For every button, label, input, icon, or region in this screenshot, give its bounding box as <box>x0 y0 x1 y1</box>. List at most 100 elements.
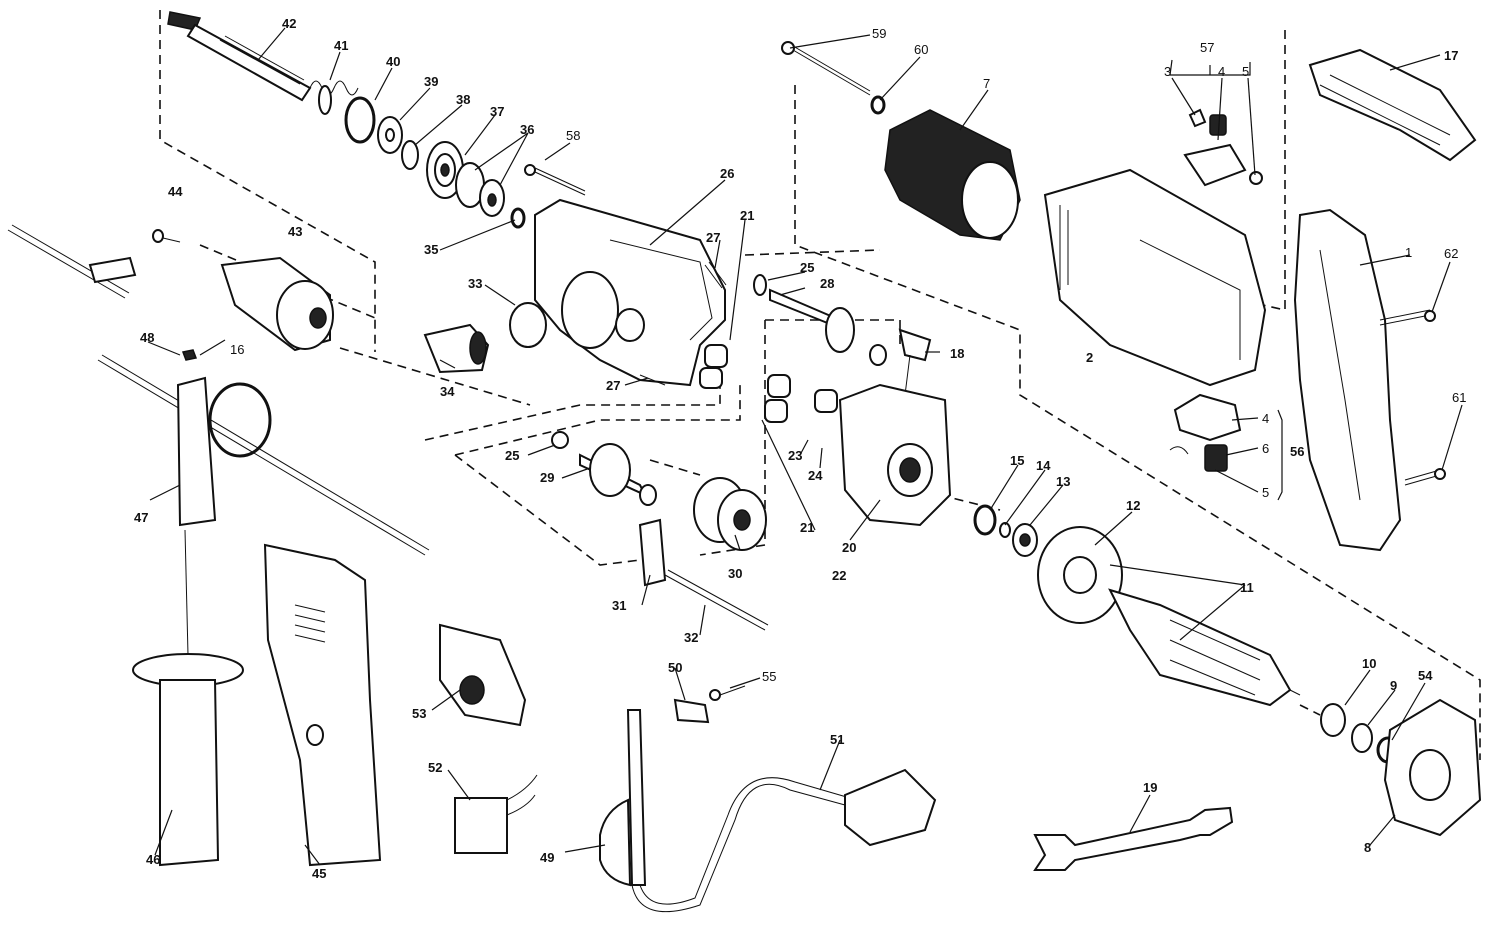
label-46: 46 <box>146 852 160 867</box>
label-16: 16 <box>230 342 244 357</box>
label-38: 38 <box>456 92 470 107</box>
label-1: 1 <box>1405 245 1412 260</box>
label-21b: 21 <box>800 520 814 535</box>
label-54: 54 <box>1418 668 1433 683</box>
bushings-part-20 <box>764 374 838 423</box>
label-30: 30 <box>728 566 742 581</box>
label-28: 28 <box>820 276 834 291</box>
label-20: 20 <box>842 540 856 555</box>
label-24: 24 <box>808 468 823 483</box>
bearing-part-10 <box>1320 703 1346 737</box>
baffle-part-8 <box>1383 698 1482 837</box>
shifter-part-31 <box>638 518 667 587</box>
label-5a: 5 <box>1242 64 1249 79</box>
label-52: 52 <box>428 760 442 775</box>
label-56: 56 <box>1290 444 1304 459</box>
label-5b: 5 <box>1262 485 1269 500</box>
label-4b: 4 <box>1262 411 1269 426</box>
screw-part-62 <box>1379 309 1436 326</box>
handle-half-part <box>1293 208 1402 552</box>
label-59: 59 <box>872 26 886 41</box>
cord-clamp-part-50 <box>673 698 710 724</box>
screw-part-61 <box>1404 468 1446 486</box>
label-10: 10 <box>1362 656 1376 671</box>
washer-part-9 <box>1351 723 1373 753</box>
label-45: 45 <box>312 866 326 881</box>
label-6: 6 <box>1262 441 1269 456</box>
label-25b: 25 <box>505 448 519 463</box>
label-40: 40 <box>386 54 400 69</box>
washer-part-39 <box>377 116 403 154</box>
washer-part-38 <box>401 140 419 170</box>
label-13: 13 <box>1056 474 1070 489</box>
label-11: 11 <box>1240 580 1254 595</box>
switch-part-53 <box>439 623 527 727</box>
label-58: 58 <box>566 128 580 143</box>
washer-part-15 <box>973 504 997 536</box>
side-handle-part-46 <box>132 529 244 867</box>
field-part-7 <box>884 109 1021 241</box>
part-labels: 42 41 40 39 38 37 36 58 35 26 21 27 33 3… <box>134 16 1466 881</box>
label-3: 3 <box>1164 64 1171 79</box>
label-44: 44 <box>168 184 183 199</box>
screw-part-58 <box>524 164 586 196</box>
label-62: 62 <box>1444 246 1458 261</box>
spring-part <box>309 80 359 115</box>
handle-cover-part-45 <box>263 543 382 867</box>
label-25a: 25 <box>800 260 814 275</box>
label-37: 37 <box>490 104 504 119</box>
switch-cover-part <box>1308 48 1477 162</box>
label-26: 26 <box>720 166 734 181</box>
label-7: 7 <box>983 76 990 91</box>
ring-part-14 <box>999 522 1011 538</box>
label-39: 39 <box>424 74 438 89</box>
chuck-part-43 <box>220 256 334 352</box>
gear-housing-part <box>534 198 726 387</box>
label-43: 43 <box>288 224 302 239</box>
retaining-ring-part <box>344 96 376 144</box>
wrench-part-19 <box>1033 806 1234 871</box>
nut-part-16 <box>181 349 198 361</box>
label-33: 33 <box>468 276 482 291</box>
label-41: 41 <box>334 38 348 53</box>
label-8: 8 <box>1364 840 1371 855</box>
intermediate-housing-part-22 <box>838 383 952 527</box>
cluster-gear-part-30 <box>693 477 767 551</box>
label-61: 61 <box>1452 390 1466 405</box>
label-22: 22 <box>832 568 846 583</box>
motor-housing-part <box>1043 168 1267 387</box>
label-2: 2 <box>1086 350 1093 365</box>
label-49: 49 <box>540 850 554 865</box>
brush-holder-part-56 <box>1169 393 1242 472</box>
lever-part-18 <box>898 328 932 396</box>
label-31: 31 <box>612 598 626 613</box>
label-12: 12 <box>1126 498 1140 513</box>
rod-part-32 <box>664 569 769 631</box>
label-18: 18 <box>950 346 964 361</box>
label-4a: 4 <box>1218 64 1225 79</box>
label-23: 23 <box>788 448 802 463</box>
gear-part-36 <box>455 162 505 217</box>
capacitor-part-52 <box>454 774 538 854</box>
strain-relief-part-49 <box>599 798 632 887</box>
brush-part-3 <box>1188 108 1207 128</box>
label-48: 48 <box>140 330 154 345</box>
gear-shaft-part-29 <box>551 431 657 506</box>
label-14: 14 <box>1036 458 1051 473</box>
label-55: 55 <box>762 669 776 684</box>
label-35: 35 <box>424 242 438 257</box>
gear-shaft-part-28 <box>753 274 887 366</box>
washer-part-60 <box>870 95 886 115</box>
knob-part-34 <box>423 323 490 374</box>
fan-part-12 <box>1037 526 1123 624</box>
label-42: 42 <box>282 16 296 31</box>
label-57: 57 <box>1200 40 1214 55</box>
label-50: 50 <box>668 660 682 675</box>
label-17: 17 <box>1444 48 1458 63</box>
label-15: 15 <box>1010 453 1024 468</box>
leader-lines <box>147 27 1463 866</box>
screw-part-44 <box>152 229 181 243</box>
label-60: 60 <box>914 42 928 57</box>
clamp-part-47 <box>176 376 272 527</box>
label-53: 53 <box>412 706 426 721</box>
